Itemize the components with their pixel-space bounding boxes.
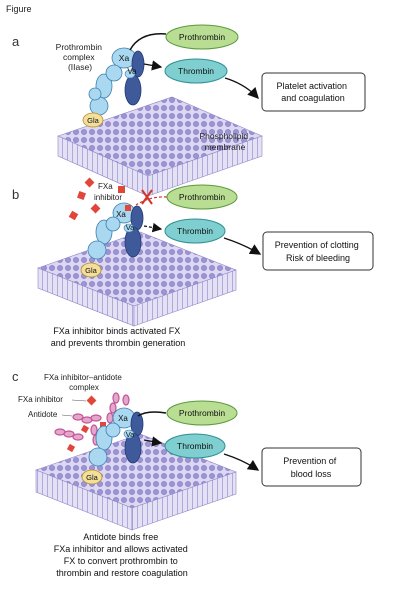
prothrombin-label-c: Prothrombin: [179, 408, 226, 418]
arrow-to-outcome-c: [223, 453, 260, 471]
complex-label-a: Prothrombin complex (IIase): [56, 42, 105, 72]
factor-xa-b: Xa: [87, 202, 136, 260]
svg-text:Platelet activation an: Platelet activation and coagulation: [276, 81, 349, 103]
phospholipid-membrane-a: [57, 96, 263, 197]
va-label-b: Va: [126, 223, 135, 232]
caption-c: Antidote binds free FXa inhibitor and al…: [54, 532, 191, 578]
panel-c-letter: c: [12, 369, 19, 384]
antidote-leader-c: [61, 414, 73, 417]
prothrombin-a: Prothrombin: [165, 24, 239, 50]
svg-text:Prevention of blood lo: Prevention of blood loss: [283, 456, 339, 479]
thrombin-c: Thrombin: [164, 433, 226, 459]
thrombin-label-c: Thrombin: [177, 441, 213, 451]
figure-title: Figure: [6, 4, 32, 14]
block-x-icon: [141, 189, 153, 205]
complex-label-c: FXa inhibitor–antidote complex: [44, 373, 124, 392]
arrow-to-outcome-a: [224, 77, 259, 100]
panel-b: b FXa inhibitor Xa: [12, 177, 374, 348]
caption-b: FXa inhibitor binds activated FX and pre…: [51, 326, 186, 348]
inhibitor-label-b: FXa inhibitor: [94, 182, 122, 202]
outcome-box-c: Prevention of blood loss: [261, 447, 362, 487]
va-label-a: Va: [127, 67, 137, 76]
blocked-path-b: [135, 196, 168, 206]
factor-xa-c: Xa: [88, 407, 136, 467]
gla-domain-a: Gla: [82, 112, 104, 128]
panel-a-letter: a: [12, 34, 20, 49]
thrombin-label-a: Thrombin: [178, 66, 214, 76]
antidote-label-c: Antidote: [28, 410, 58, 419]
prothrombin-label-a: Prothrombin: [179, 32, 226, 42]
outcome-box-a: Platelet activation and coagulation: [261, 72, 366, 112]
xa-label-c: Xa: [118, 414, 128, 423]
prothrombin-label-b: Prothrombin: [179, 192, 226, 202]
xa-label-a: Xa: [119, 53, 130, 63]
dashed-arrow-to-thrombin-b: [143, 222, 163, 233]
prothrombin-c: Prothrombin: [166, 400, 238, 426]
inhibitor-leader-c: [71, 399, 87, 402]
curved-arrow-a: [129, 33, 167, 51]
antidote-molecules-c: [54, 392, 130, 446]
gla-domain-c: Gla: [81, 469, 103, 485]
panel-a: a Prothrombin complex (IIase) Xa Va: [12, 24, 366, 197]
factor-xa-a: Xa: [88, 47, 137, 116]
thrombin-b: Thrombin: [164, 218, 226, 244]
prothrombin-b: Prothrombin: [166, 184, 238, 210]
thrombin-a: Thrombin: [164, 58, 228, 84]
phospholipid-membrane-b: [37, 231, 237, 327]
arrow-to-thrombin-a: [143, 60, 163, 71]
xa-label-b: Xa: [116, 210, 126, 219]
outcome-box-b: Prevention of clotting Risk of bleeding: [262, 231, 374, 271]
fxa-inhibitor-molecules-c: [66, 395, 106, 453]
panel-b-letter: b: [12, 187, 19, 202]
arrow-to-thrombin-c: [143, 436, 163, 447]
inhibitor-label-c: FXa inhibitor: [18, 395, 63, 404]
gla-label-c: Gla: [86, 473, 99, 482]
factor-va-b: Va: [123, 205, 144, 258]
panel-c: c FXa inhibitor–antidote complex FXa inh…: [12, 369, 362, 578]
svg-text:Prevention of clotting: Prevention of clotting Risk of bleeding: [275, 240, 362, 263]
factor-va-a: Va: [124, 50, 145, 106]
gla-domain-b: Gla: [80, 262, 102, 278]
gla-label-b: Gla: [85, 266, 98, 275]
curved-arrow-c: [137, 411, 167, 417]
membrane-label-a: Phospholipid membrane: [199, 131, 250, 152]
arrow-to-outcome-b: [223, 237, 262, 255]
gla-label-a: Gla: [87, 116, 100, 125]
thrombin-label-b: Thrombin: [177, 226, 213, 236]
va-label-c: Va: [126, 430, 135, 439]
factor-va-c: Va: [123, 411, 144, 464]
